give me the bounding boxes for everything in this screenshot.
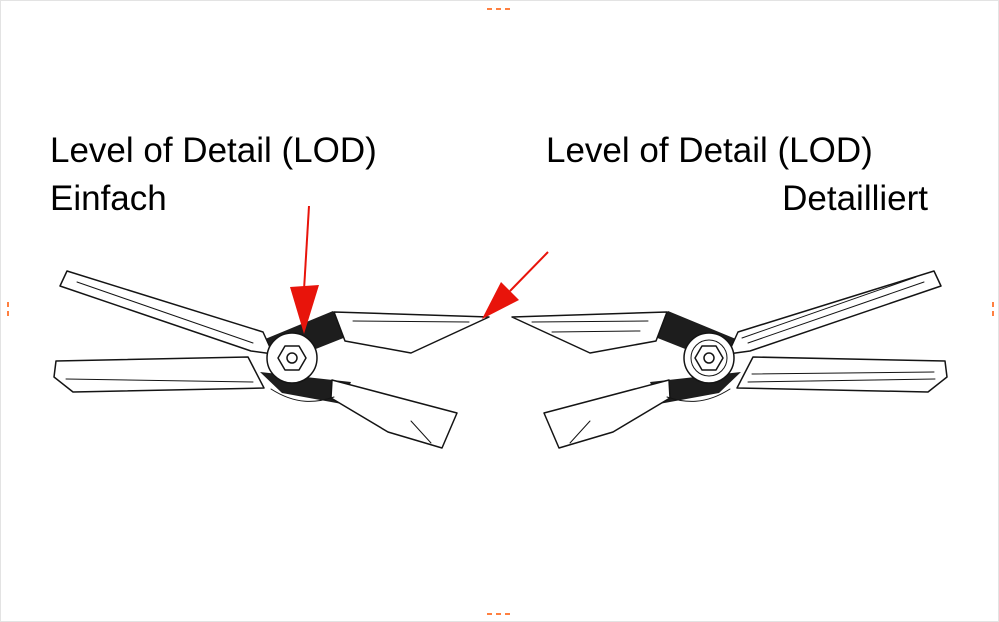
- lower-jaw-detail-line: [569, 420, 591, 444]
- pivot-axle-hole: [703, 352, 715, 364]
- upper-blade-edge-line: [352, 320, 470, 323]
- pliers-simple-drawing: [53, 270, 490, 449]
- lod-left-subtitle: Einfach: [50, 179, 167, 218]
- lod-right-subtitle: Detailliert: [782, 179, 928, 218]
- joint-underline: [270, 388, 335, 402]
- pliers-detailed-drawing: [511, 270, 948, 449]
- pivot-hex-nut-icon: [694, 345, 724, 371]
- lower-jaw-detail-line: [410, 420, 432, 444]
- upper-handle-detail-line: [741, 276, 917, 339]
- upper-blade-detail-line: [551, 330, 641, 333]
- lower-handle-grip-line: [65, 378, 254, 383]
- upper-blade-edge-line: [531, 320, 649, 323]
- right-arrowhead: [482, 282, 519, 319]
- upper-handle-grip-line: [76, 281, 254, 344]
- joint-underline: [666, 388, 731, 402]
- right-callout-arrow-icon: [482, 251, 549, 319]
- pivot-boss-detail-ring: [690, 339, 728, 377]
- lower-jaw: [543, 379, 671, 449]
- upper-blade: [511, 311, 668, 354]
- lod-left-title: Level of Detail (LOD): [50, 131, 377, 170]
- left-arrow-shaft: [303, 205, 310, 291]
- pivot-hex-nut-icon: [277, 345, 307, 371]
- lower-handle: [53, 356, 265, 393]
- pivot-axle-hole: [286, 352, 298, 364]
- pivot-boss: [266, 332, 318, 384]
- lod-right-title: Level of Detail (LOD): [546, 131, 873, 170]
- lower-jaw: [330, 379, 458, 449]
- lower-handle-grip-line: [747, 378, 936, 383]
- upper-blade: [333, 311, 490, 354]
- lower-handle-detail-line: [751, 371, 935, 375]
- lod-label-left: Level of Detail (LOD) Einfach: [50, 127, 432, 223]
- left-arrowhead: [290, 285, 319, 334]
- lod-label-right: Level of Detail (LOD) Detailliert: [546, 127, 928, 223]
- lower-handle: [736, 356, 948, 393]
- left-callout-arrow-icon: [290, 205, 319, 334]
- upper-handle-grip-line: [747, 281, 925, 344]
- right-arrow-shaft: [509, 251, 549, 292]
